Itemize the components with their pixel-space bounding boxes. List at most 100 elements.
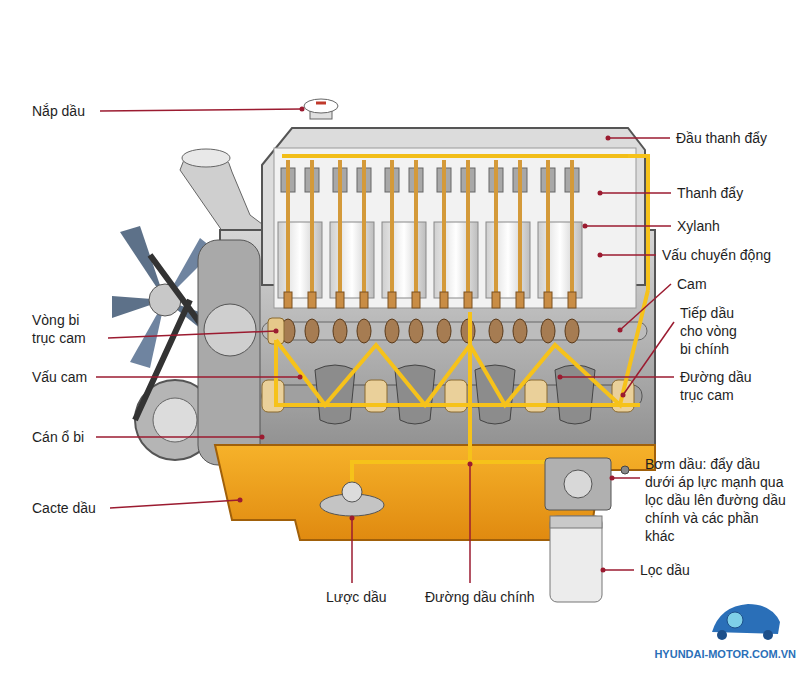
watermark-logo — [712, 604, 780, 640]
leader-line — [612, 477, 640, 479]
cam-lobe — [437, 319, 451, 343]
label-anchor: Lọc dầu — [640, 561, 690, 579]
tappet — [388, 292, 396, 308]
leader-line — [560, 376, 674, 378]
leader-line — [600, 192, 671, 194]
label-anchor: Lược dầu — [326, 588, 387, 606]
tappets — [284, 292, 576, 308]
filter-top — [550, 516, 602, 528]
crank-throws — [315, 365, 595, 424]
part-label: Cacte dầu — [32, 499, 96, 517]
main-bearing — [365, 380, 387, 412]
label-anchor: HYUNDAI-MOTOR.COM.VN — [654, 648, 796, 661]
leader-dot — [618, 328, 623, 333]
cylinder — [434, 222, 478, 298]
leader-line — [469, 464, 471, 583]
part-label: Đầu thanh đẩy — [676, 129, 767, 147]
tappet — [336, 292, 344, 308]
label-anchor: Vấu cam — [32, 368, 87, 386]
oil-cap-mark — [316, 102, 326, 105]
strainer-neck — [342, 482, 362, 502]
cam-lobe — [409, 319, 423, 343]
cylinder — [278, 222, 322, 298]
tappet — [308, 292, 316, 308]
timing-cover — [198, 240, 260, 465]
leader-dot — [238, 498, 243, 503]
label-anchor: Bơm dầu: đẩy dầu dưới áp lực mạnh qua lọ… — [645, 455, 787, 545]
oil-cap — [304, 99, 338, 113]
cylinder — [486, 222, 530, 298]
leader-line — [108, 331, 276, 338]
pushrods — [288, 160, 572, 300]
leader-line — [623, 322, 674, 395]
leader-dot — [260, 435, 265, 440]
label-anchor: Đường dầu trục cam — [680, 368, 770, 404]
tappet — [360, 292, 368, 308]
crank-throw — [475, 365, 515, 424]
tappet — [516, 292, 524, 308]
leader-dot — [300, 107, 305, 112]
cam-lobe — [541, 319, 555, 343]
part-label: Vấu chuyển động — [662, 246, 771, 264]
cam-lobe — [357, 319, 371, 343]
leader-line — [600, 254, 656, 256]
crank-pulley-hub — [153, 398, 197, 442]
part-label: Thanh đẩy — [677, 184, 743, 202]
pump-housing — [564, 470, 592, 498]
leader-dot — [610, 476, 615, 481]
tappet — [284, 292, 292, 308]
oil-line — [352, 462, 560, 490]
logo-globe — [727, 612, 743, 628]
part-label: Đường dầu chính — [425, 588, 535, 606]
leader-dot — [558, 375, 563, 380]
main-bearing — [262, 380, 284, 412]
oil-sump — [215, 445, 655, 540]
label-anchor: Cán ổ bi — [32, 428, 84, 446]
label-anchor: Nắp dầu — [32, 102, 85, 120]
cam-lobe — [305, 319, 319, 343]
leader-dot — [621, 393, 626, 398]
part-label: Bơm dầu: đẩy dầu dưới áp lực mạnh qua lọ… — [645, 455, 787, 545]
main-bearing — [525, 380, 547, 412]
part-label: Lược dầu — [326, 588, 387, 606]
part-label: Xylanh — [677, 217, 720, 235]
rocker-oil-line — [282, 154, 628, 158]
leader-line — [620, 284, 671, 330]
label-anchor: Đường dầu chính — [425, 588, 535, 606]
oil-line — [276, 340, 640, 405]
label-anchor: Tiếp dầu cho vòng bi chính — [680, 304, 750, 358]
label-anchor: Vấu chuyển động — [662, 246, 771, 264]
cylinder — [382, 222, 426, 298]
label-anchor: Cacte dầu — [32, 499, 96, 517]
leader-dot — [601, 568, 606, 573]
leader-dot — [274, 329, 279, 334]
leader-line — [110, 500, 240, 508]
cam-lobe — [489, 319, 503, 343]
label-anchor: Thanh đẩy — [677, 184, 743, 202]
main-bearing — [445, 380, 467, 412]
leader-line — [585, 225, 671, 227]
leader-lines — [96, 109, 674, 583]
logo-wheel — [717, 630, 727, 640]
oil-filter — [550, 516, 602, 602]
leader-dot — [350, 516, 355, 521]
leader-dot — [468, 462, 473, 467]
tappet — [464, 292, 472, 308]
leader-line — [96, 436, 262, 438]
camshaft — [262, 322, 647, 340]
leader-dot — [583, 224, 588, 229]
cam-pulley — [204, 304, 256, 356]
cylinder — [330, 222, 374, 298]
leader-dot — [598, 191, 603, 196]
part-label: Vấu cam — [32, 368, 87, 386]
leader-line — [603, 569, 634, 571]
logo-car — [712, 604, 780, 634]
part-label: Cán ổ bi — [32, 428, 84, 446]
leader-dot — [298, 375, 303, 380]
tappet — [492, 292, 500, 308]
cutaway — [274, 148, 636, 308]
leader-line — [100, 109, 302, 111]
oil-pump — [545, 458, 611, 510]
intake-opening — [182, 149, 230, 167]
cam-lobe — [513, 319, 527, 343]
